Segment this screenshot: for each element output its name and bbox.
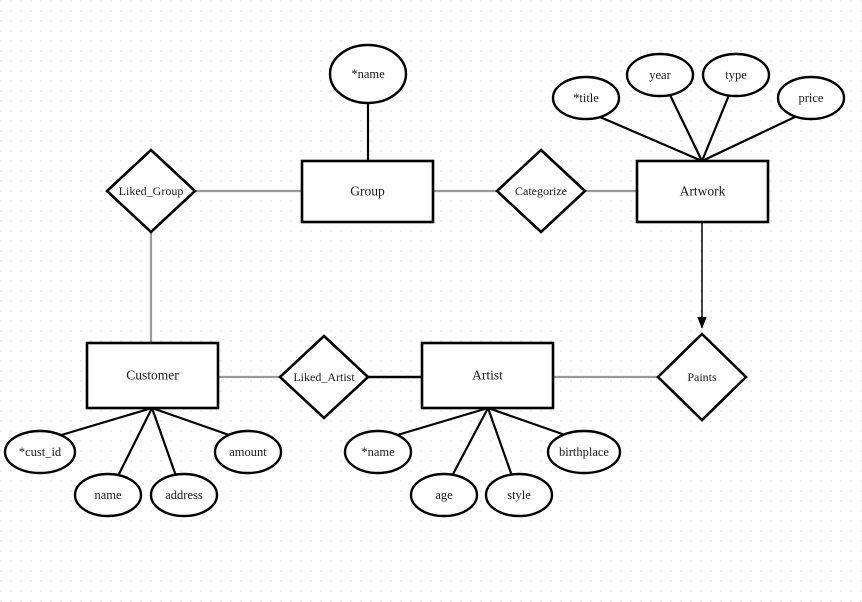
attr-line-artist-birthplace (487, 406, 569, 438)
entity-artist-rect[interactable] (420, 341, 555, 410)
attribute-customer-cust-id-ellipse[interactable] (3, 429, 77, 475)
attr-line-artist-style (486, 407, 514, 477)
attr-line-artwork-type (700, 94, 731, 162)
attribute-customer-name-ellipse[interactable] (73, 472, 143, 518)
attribute-customer-cust-id-label: *cust_id (19, 445, 62, 459)
relationship-paints[interactable]: Paints (656, 332, 748, 422)
relationship-paints-diamond[interactable] (656, 332, 748, 422)
attribute-artist-age[interactable]: age (409, 472, 479, 518)
attr-line-customer-name (117, 407, 153, 477)
relationship-liked-artist-label: Liked_Artist (293, 370, 355, 384)
relationship-liked-artist-diamond[interactable] (278, 334, 370, 420)
attribute-artwork-year-label: year (649, 68, 671, 82)
relationship-liked-group[interactable]: Liked_Group (105, 148, 197, 234)
entity-customer-label: Customer (126, 368, 179, 383)
attribute-artist-name-ellipse[interactable] (343, 429, 413, 475)
attr-line-customer-cust-id (57, 406, 153, 438)
attribute-artist-style[interactable]: style (484, 472, 554, 518)
attribute-customer-amount-label: amount (229, 445, 267, 459)
relationship-liked-artist[interactable]: Liked_Artist (278, 334, 370, 420)
attr-line-customer-amount (151, 406, 233, 438)
attr-line-artwork-year (669, 94, 703, 162)
attribute-artist-birthplace[interactable]: birthplace (546, 429, 622, 475)
attribute-line-layer (57, 94, 798, 477)
attribute-customer-amount[interactable]: amount (213, 429, 283, 475)
attribute-customer-address-ellipse[interactable] (149, 472, 219, 518)
attribute-artwork-title[interactable]: *title (551, 75, 621, 121)
entity-artwork-rect[interactable] (635, 159, 770, 224)
attribute-artwork-price-ellipse[interactable] (776, 75, 846, 121)
attribute-artist-style-label: style (507, 488, 531, 502)
attribute-artist-age-ellipse[interactable] (409, 472, 479, 518)
attribute-customer-name[interactable]: name (73, 472, 143, 518)
attribute-artist-name-label: *name (361, 445, 395, 459)
attribute-artwork-title-ellipse[interactable] (551, 75, 621, 121)
entity-customer-rect[interactable] (85, 341, 220, 410)
attribute-customer-address-label: address (165, 488, 203, 502)
attribute-group-name-label: *name (351, 67, 385, 81)
entity-artist-label: Artist (472, 368, 503, 383)
attribute-artwork-year[interactable]: year (625, 52, 695, 98)
relationship-categorize-label: Categorize (515, 184, 567, 198)
attr-line-artist-age (451, 407, 489, 477)
entity-group-rect[interactable] (300, 159, 435, 224)
attribute-artist-birthplace-label: birthplace (559, 445, 609, 459)
attribute-group-name[interactable]: *name (328, 43, 408, 105)
attribute-customer-address[interactable]: address (149, 472, 219, 518)
attribute-group-name-ellipse[interactable] (328, 43, 408, 105)
entity-group[interactable]: Group (300, 159, 435, 224)
attribute-artwork-year-ellipse[interactable] (625, 52, 695, 98)
attribute-artwork-type-ellipse[interactable] (701, 52, 771, 98)
attribute-customer-cust-id[interactable]: *cust_id (3, 429, 77, 475)
attribute-customer-name-label: name (94, 488, 122, 502)
entity-customer[interactable]: Customer (85, 341, 220, 410)
attr-line-artwork-price (701, 115, 798, 162)
attribute-artwork-price-label: price (799, 91, 824, 105)
connector-layer (149, 189, 707, 379)
attr-line-artist-name (393, 406, 489, 438)
attribute-artwork-type[interactable]: type (701, 52, 771, 98)
entity-group-label: Group (350, 184, 385, 199)
attr-line-customer-address (150, 407, 178, 477)
attribute-customer-amount-ellipse[interactable] (213, 429, 283, 475)
attribute-artwork-title-label: *title (573, 91, 599, 105)
relationship-paints-label: Paints (687, 370, 717, 384)
entity-artist[interactable]: Artist (420, 341, 555, 410)
entity-artwork-label: Artwork (680, 184, 726, 199)
attribute-artist-age-label: age (435, 488, 453, 502)
relationship-categorize-diamond[interactable] (495, 148, 587, 234)
relationship-liked-group-label: Liked_Group (119, 184, 184, 198)
attribute-artwork-price[interactable]: price (776, 75, 846, 121)
attribute-artist-style-ellipse[interactable] (484, 472, 554, 518)
attribute-artwork-type-label: type (725, 68, 747, 82)
attr-line-artwork-title (599, 115, 703, 163)
relationship-liked-group-diamond[interactable] (105, 148, 197, 234)
attribute-artist-birthplace-ellipse[interactable] (546, 429, 622, 475)
relationship-categorize[interactable]: Categorize (495, 148, 587, 234)
attribute-artist-name[interactable]: *name (343, 429, 413, 475)
entity-artwork[interactable]: Artwork (635, 159, 770, 224)
